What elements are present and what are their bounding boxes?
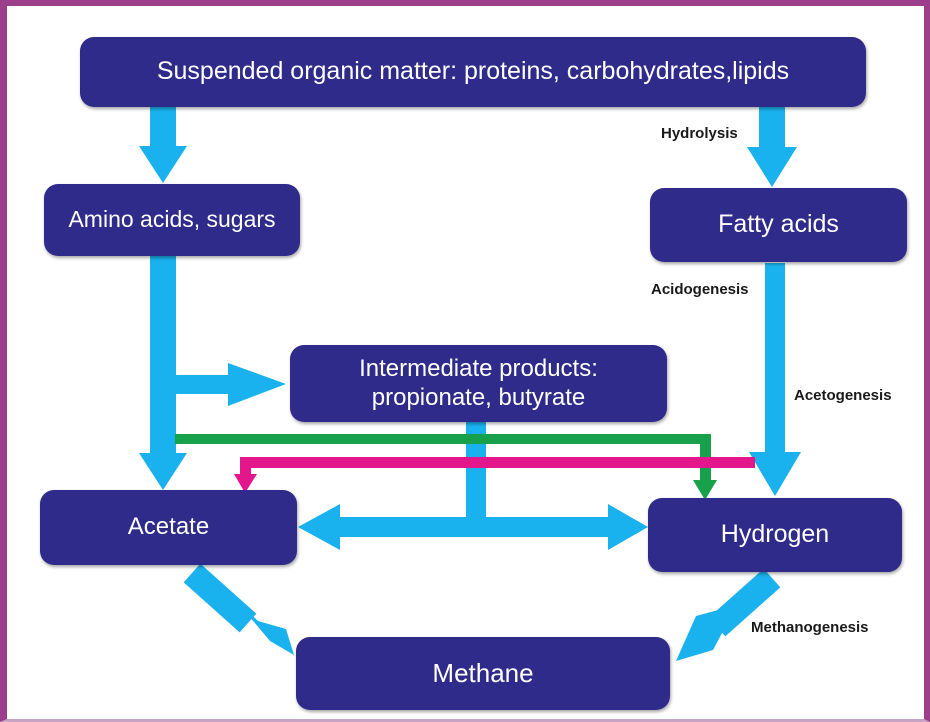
intermediate-products-line2: propionate, butyrate	[371, 383, 586, 411]
suspended-organic-matter-box: Suspended organic matter: proteins, carb…	[80, 37, 866, 107]
arrow-intermediate-split	[298, 420, 648, 550]
acetate-text: Acetate	[127, 513, 210, 541]
fatty-acids-text: Fatty acids	[718, 210, 839, 239]
arrow-fatty-to-hydrogen	[749, 263, 801, 496]
acidogenesis-label: Acidogenesis	[651, 281, 749, 298]
amino-acids-text: Amino acids, sugars	[68, 206, 276, 233]
methane-box: Methane	[296, 637, 670, 710]
arrow-amino-to-acetate	[139, 256, 187, 490]
arrow-magenta-to-acetate	[234, 457, 755, 493]
hydrogen-text: Hydrogen	[720, 520, 830, 549]
arrow-suspended-to-fatty	[747, 106, 797, 187]
suspended-organic-matter-text: Suspended organic matter: proteins, carb…	[156, 57, 790, 86]
acetate-box: Acetate	[40, 490, 297, 565]
methane-text: Methane	[432, 658, 534, 689]
amino-acids-box: Amino acids, sugars	[44, 184, 300, 256]
arrow-hydrogen-to-methane	[676, 568, 781, 661]
arrow-amino-to-intermediate	[175, 363, 286, 406]
intermediate-products-line1: Intermediate products:	[359, 355, 598, 383]
arrow-suspended-to-amino	[139, 103, 187, 183]
fatty-acids-box: Fatty acids	[650, 188, 907, 262]
hydrolysis-label: Hydrolysis	[661, 125, 738, 142]
hydrogen-box: Hydrogen	[648, 498, 902, 572]
methanogenesis-label: Methanogenesis	[751, 619, 869, 636]
acetogenesis-label: Acetogenesis	[794, 387, 892, 404]
intermediate-products-box: Intermediate products: propionate, butyr…	[290, 345, 667, 422]
arrow-acetate-to-methane	[183, 563, 294, 655]
